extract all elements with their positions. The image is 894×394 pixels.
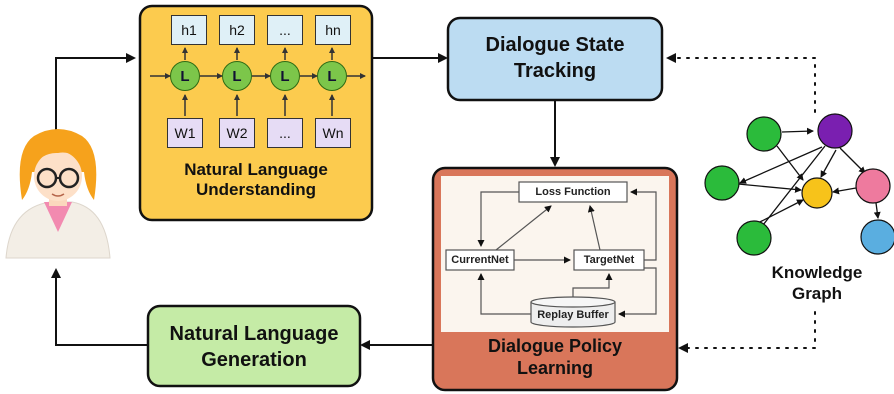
dpl-title-line1: Dialogue Policy [487,336,623,356]
kg-node-green-3 [736,220,772,256]
kg-node-blue [860,219,894,255]
hidden-state-h2: h2 [219,15,255,45]
word-input-w1: W1 [167,118,203,148]
arrow-nlg-to-user [51,268,148,346]
dpl-title-line2: Learning [516,357,593,378]
kg-title-line1: Knowledge [771,263,863,282]
kg-node-green-2 [704,165,740,201]
nlu-title-line2: Understanding [196,179,316,199]
dqn-inner-diagram [445,181,657,328]
currentnet-label: CurrentNet [451,254,509,266]
kg-node-green-1 [746,116,782,152]
nlg-title-line2: Generation [201,349,307,371]
targetnet-label: TargetNet [583,254,635,266]
nlg-box [146,304,362,388]
nlg-title-line1: Natural Language [169,323,339,345]
hidden-state-ellipsis: ... [267,15,303,45]
nlu-title: Natural Language Understanding [142,160,370,199]
kg-title-line2: Graph [791,284,843,304]
lstm-cell-4: L [317,61,347,91]
nlg-title: Natural Language Generation [148,321,360,373]
kg-node-pink [855,168,891,204]
flow-arrows [51,53,816,353]
loss-function-label: Loss Function [535,186,611,198]
knowledge-graph-icon [704,113,894,256]
arrow-user-to-nlu [55,53,136,138]
kg-node-purple [817,113,853,149]
word-input-ellipsis: ... [267,118,303,148]
user-avatar-icon [5,129,111,259]
dst-title-line1: Dialogue State [485,34,625,56]
replay-buffer-cylinder [530,302,616,328]
kg-title: Knowledge Graph [740,262,894,305]
dst-box [446,16,664,102]
dst-title: Dialogue State Tracking [448,32,662,84]
word-input-w2: W2 [219,118,255,148]
replay-buffer-label: Replay Buffer [537,309,609,321]
lstm-cell-1: L [170,61,200,91]
nlu-box [138,4,374,222]
lstm-cell-3: L [270,61,300,91]
dotted-kg-to-dpl [678,311,816,353]
dpl-title: Dialogue Policy Learning [433,336,677,379]
lstm-cell-2: L [222,61,252,91]
hidden-state-h1: h1 [171,15,207,45]
dst-title-line2: Tracking [513,60,597,82]
word-input-wn: Wn [315,118,351,148]
hidden-state-hn: hn [315,15,351,45]
lstm-chain [150,47,366,116]
nlu-title-line1: Natural Language [184,160,328,179]
dotted-kg-to-dst [666,53,816,113]
kg-node-yellow [801,177,833,209]
